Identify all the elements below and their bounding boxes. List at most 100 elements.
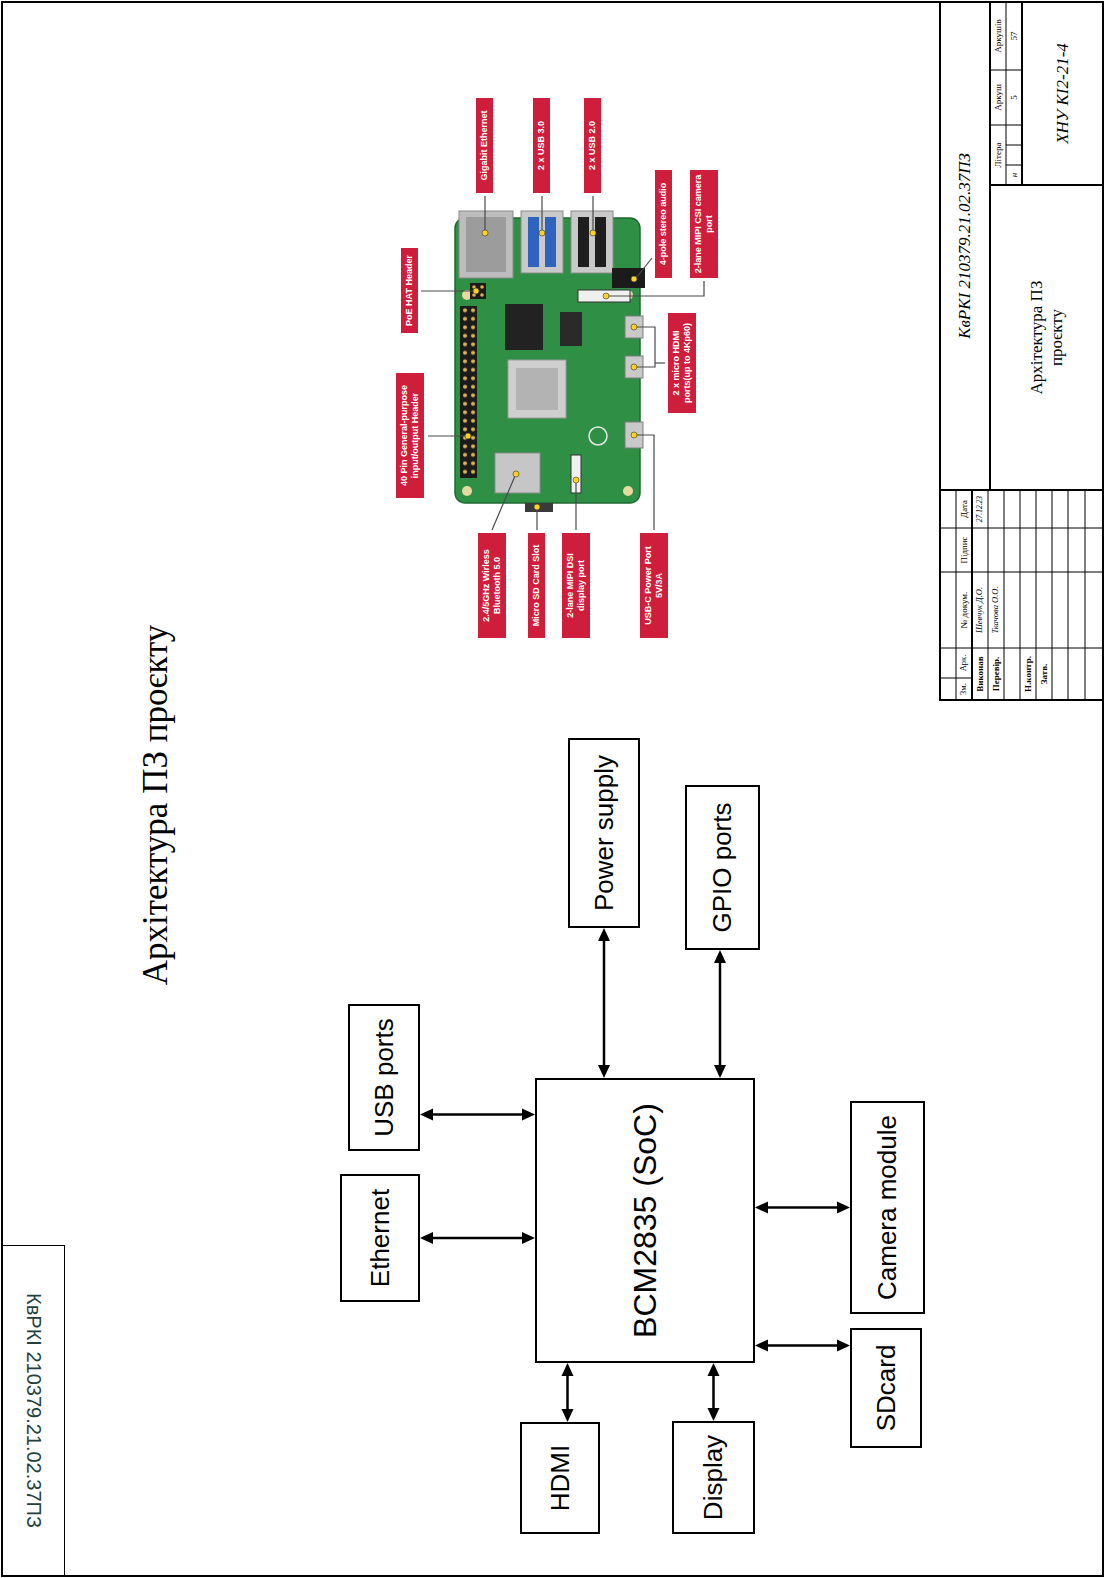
callout-text: Micro SD Card Slot — [531, 537, 542, 634]
connector-line — [430, 1113, 525, 1116]
callout-text: 2 x micro HDMI ports(up to 4Kp60) — [671, 317, 693, 409]
arrow-head — [598, 1065, 610, 1078]
block-label: HDMI — [545, 1445, 576, 1511]
connector-line — [603, 938, 606, 1068]
block-box: Display — [672, 1421, 755, 1534]
callout-text: 2-lane MIPI CSI camera port — [693, 174, 715, 274]
callout-text: 2 x USB 3.0 — [536, 102, 547, 189]
callout-text: 2 x USB 2.0 — [587, 102, 598, 189]
callout-box: 2 x micro HDMI ports(up to 4Kp60) — [668, 313, 696, 413]
callout-box: USB-C Power Port 5V/3A — [640, 533, 668, 638]
callout-text: 4-pole stereo audio — [658, 174, 669, 274]
connector-line — [712, 1373, 715, 1411]
block-label: Display — [698, 1435, 729, 1520]
callout-box: 2-lane MIPI DSI display port — [562, 533, 590, 638]
title-block-cell: Аркуш — [990, 70, 1006, 125]
arrow-head — [420, 1232, 433, 1244]
callout-box: Gigabit Ethernet — [476, 98, 493, 193]
connector-line — [765, 1206, 840, 1209]
double-arrow — [755, 1340, 850, 1352]
callout-text: 2-lane MIPI DSI display port — [565, 537, 587, 634]
block-label: Camera module — [872, 1115, 903, 1300]
title-block-cell: Перевір. — [988, 648, 1004, 700]
block-box: Ethernet — [340, 1174, 420, 1302]
block-label: SDcard — [871, 1345, 902, 1432]
title-block-cell: н — [1006, 165, 1022, 185]
block-box: GPIO ports — [685, 785, 760, 950]
arrow-head — [708, 1408, 720, 1421]
arrow-head — [755, 1202, 768, 1214]
connector-line — [765, 1344, 840, 1347]
block-label: GPIO ports — [707, 802, 738, 932]
callout-text: PoE HAT Header — [404, 252, 415, 329]
callout-box: 4-pole stereo audio — [655, 170, 672, 278]
title-block-cell: 57 — [1006, 2, 1022, 70]
block-label: Ethernet — [365, 1189, 396, 1287]
double-arrow — [420, 1232, 535, 1244]
page-title: Архітектура ПЗ проєкту — [136, 455, 176, 1155]
connector-line — [719, 960, 722, 1068]
arrow-head — [708, 1363, 720, 1376]
connector-line — [566, 1373, 569, 1412]
callout-box: 2 x USB 2.0 — [584, 98, 601, 193]
arrow-head — [837, 1340, 850, 1352]
double-arrow — [420, 1109, 535, 1121]
block-label: Power supply — [589, 755, 620, 911]
callout-text: 2.4/5GHz Wirless Bluetooth 5.0 — [481, 537, 503, 634]
double-arrow — [562, 1363, 574, 1422]
double-arrow — [708, 1363, 720, 1421]
board-illustration — [455, 211, 645, 512]
title-block-cell: Затв. — [1036, 648, 1052, 700]
block-label: USB ports — [369, 1018, 400, 1137]
callout-box: Micro SD Card Slot — [528, 533, 545, 638]
title-block-cell: № докум. — [956, 572, 972, 648]
designation-box: КвРКІ 210379.21.02.37ПЗ — [2, 1245, 65, 1576]
block-box: HDMI — [520, 1422, 600, 1534]
title-block-cell: Літера — [990, 125, 1006, 185]
arrow-head — [837, 1202, 850, 1214]
title-block-cell: Зм. — [956, 678, 972, 700]
title-block-cell: Дата — [956, 490, 972, 528]
double-arrow — [598, 928, 610, 1078]
block-box: USB ports — [348, 1004, 420, 1151]
title-block-cell: Ткачова О.О. — [988, 572, 1004, 648]
block-box: BCM2835 (SoC) — [535, 1078, 755, 1363]
arrow-head — [562, 1409, 574, 1422]
title-block-cell: 27.12.23 — [972, 490, 988, 528]
block-label: BCM2835 (SoC) — [627, 1103, 664, 1338]
callout-box: 2-lane MIPI CSI camera port — [690, 170, 718, 278]
block-label: КвРКІ 210379.21.02.37ПЗ — [22, 1293, 45, 1528]
leader-dots — [465, 230, 637, 510]
arrow-head — [522, 1232, 535, 1244]
title-block-cell: Підпис — [956, 528, 972, 572]
title-block-grid — [940, 2, 1103, 700]
arrow-head — [522, 1109, 535, 1121]
title-block-cell: Н.контр. — [1020, 648, 1036, 700]
callout-box: 2 x USB 3.0 — [533, 98, 550, 193]
block-box: SDcard — [850, 1328, 922, 1448]
arrow-head — [598, 928, 610, 941]
callout-box: PoE HAT Header — [401, 248, 418, 333]
callout-box: 40 Pin General-purpose input/output Head… — [396, 373, 424, 498]
callout-text: USB-C Power Port 5V/3A — [643, 537, 665, 634]
title-block-cell: Архітектура ПЗ проєкту — [990, 185, 1103, 490]
block-box: Camera module — [850, 1101, 925, 1314]
callout-text: Gigabit Ethernet — [479, 102, 490, 189]
arrow-head — [714, 1065, 726, 1078]
title-block-cell: КвРКІ 210379.21.02.37ПЗ — [940, 2, 990, 490]
title-block-cell: ХНУ КІ2-21-4 — [1022, 2, 1103, 185]
arrow-head — [420, 1109, 433, 1121]
title-block-cell: Аркушів — [990, 2, 1006, 70]
arrow-head — [755, 1340, 768, 1352]
title-block-cell: Арк. — [956, 648, 972, 678]
block-box: Power supply — [568, 738, 640, 928]
double-arrow — [755, 1202, 850, 1214]
callout-box: 2.4/5GHz Wirless Bluetooth 5.0 — [478, 533, 506, 638]
connector-line — [430, 1237, 525, 1240]
double-arrow — [714, 950, 726, 1078]
title-block-cell: Шевчук Д.О. — [972, 572, 988, 648]
arrow-head — [562, 1363, 574, 1376]
title-block-cell: 5 — [1006, 70, 1022, 125]
